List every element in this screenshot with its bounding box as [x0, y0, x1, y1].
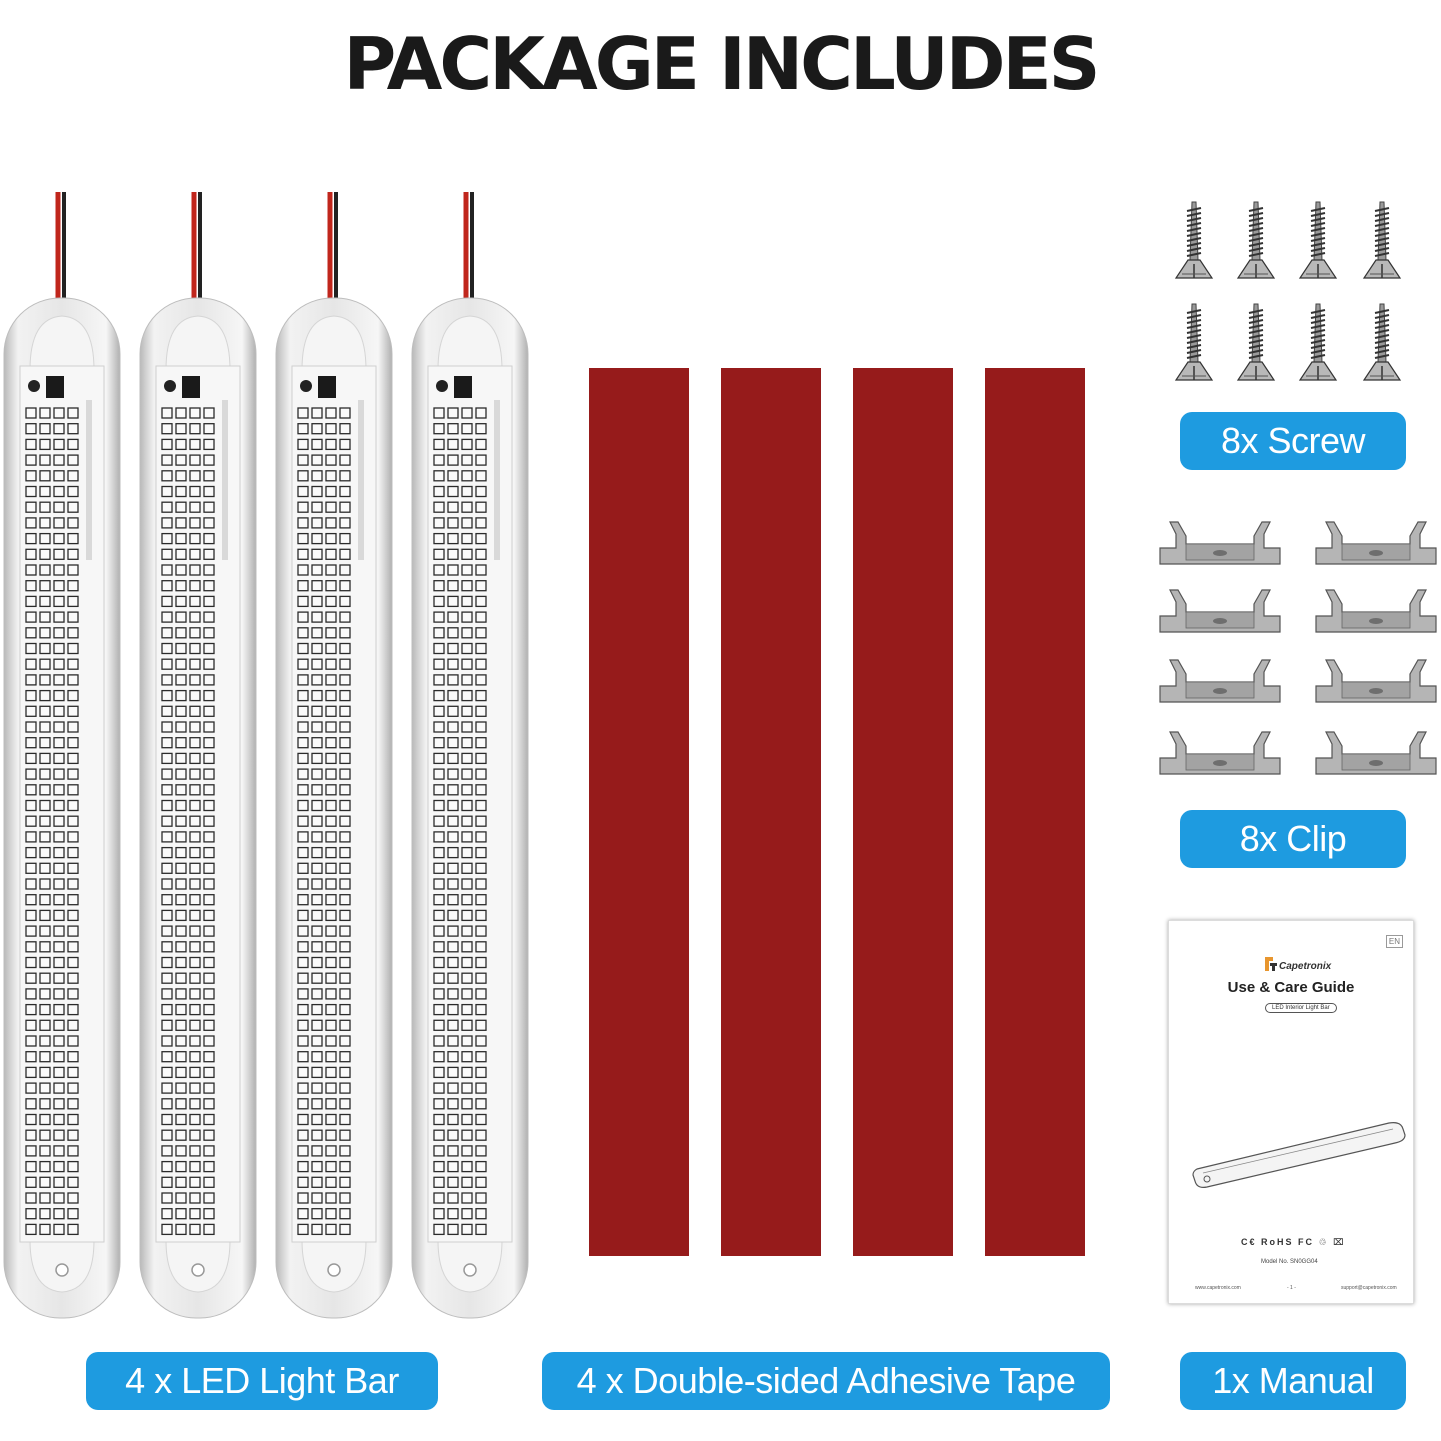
- screw-icon: [1172, 300, 1216, 386]
- led-light-bar: [408, 190, 532, 1320]
- certification-marks: C€ RoHS FC ♲ ⌧: [1241, 1237, 1346, 1247]
- label-screw: 8x Screw: [1180, 412, 1406, 470]
- light-bar-drawing: [1192, 1122, 1406, 1188]
- screw-icon: [1234, 300, 1278, 386]
- footer-email: support@capetronix.com: [1341, 1285, 1397, 1291]
- footer-website: www.capetronix.com: [1195, 1285, 1241, 1291]
- adhesive-tape: [589, 368, 689, 1256]
- manual-subtitle: LED Interior Light Bar: [1265, 1003, 1337, 1013]
- brand-logo-icon: [1265, 957, 1277, 971]
- model-number: Model No. SN0GG04: [1261, 1259, 1318, 1265]
- clip-icon: [1312, 518, 1440, 566]
- screw-icon: [1296, 198, 1340, 284]
- label-clip: 8x Clip: [1180, 810, 1406, 868]
- clip-icon: [1156, 586, 1284, 634]
- clip-icon: [1312, 656, 1440, 704]
- language-badge: EN: [1385, 935, 1403, 948]
- footer-page: - 1 -: [1287, 1285, 1296, 1291]
- led-light-bar: [136, 190, 260, 1320]
- page-title: PACKAGE INCLUDES: [343, 22, 1100, 106]
- screw-icon: [1296, 300, 1340, 386]
- adhesive-tape: [985, 368, 1085, 1256]
- label-adhesive-tape: 4 x Double-sided Adhesive Tape: [542, 1352, 1110, 1410]
- manual-booklet: EN Capetronix Use & Care Guide LED Inter…: [1168, 920, 1414, 1304]
- clip-icon: [1312, 586, 1440, 634]
- screw-icon: [1234, 198, 1278, 284]
- clip-icon: [1156, 656, 1284, 704]
- adhesive-tape: [721, 368, 821, 1256]
- clip-icon: [1312, 728, 1440, 776]
- clip-icon: [1156, 518, 1284, 566]
- led-light-bar: [272, 190, 396, 1320]
- clip-icon: [1156, 728, 1284, 776]
- label-led-light-bar: 4 x LED Light Bar: [86, 1352, 438, 1410]
- screw-icon: [1360, 300, 1404, 386]
- adhesive-tape: [853, 368, 953, 1256]
- screw-icon: [1172, 198, 1216, 284]
- screw-icon: [1360, 198, 1404, 284]
- manual-title: Use & Care Guide: [1227, 979, 1355, 996]
- led-light-bar: [0, 190, 124, 1320]
- brand-name: Capetronix: [1279, 961, 1332, 972]
- label-manual: 1x Manual: [1180, 1352, 1406, 1410]
